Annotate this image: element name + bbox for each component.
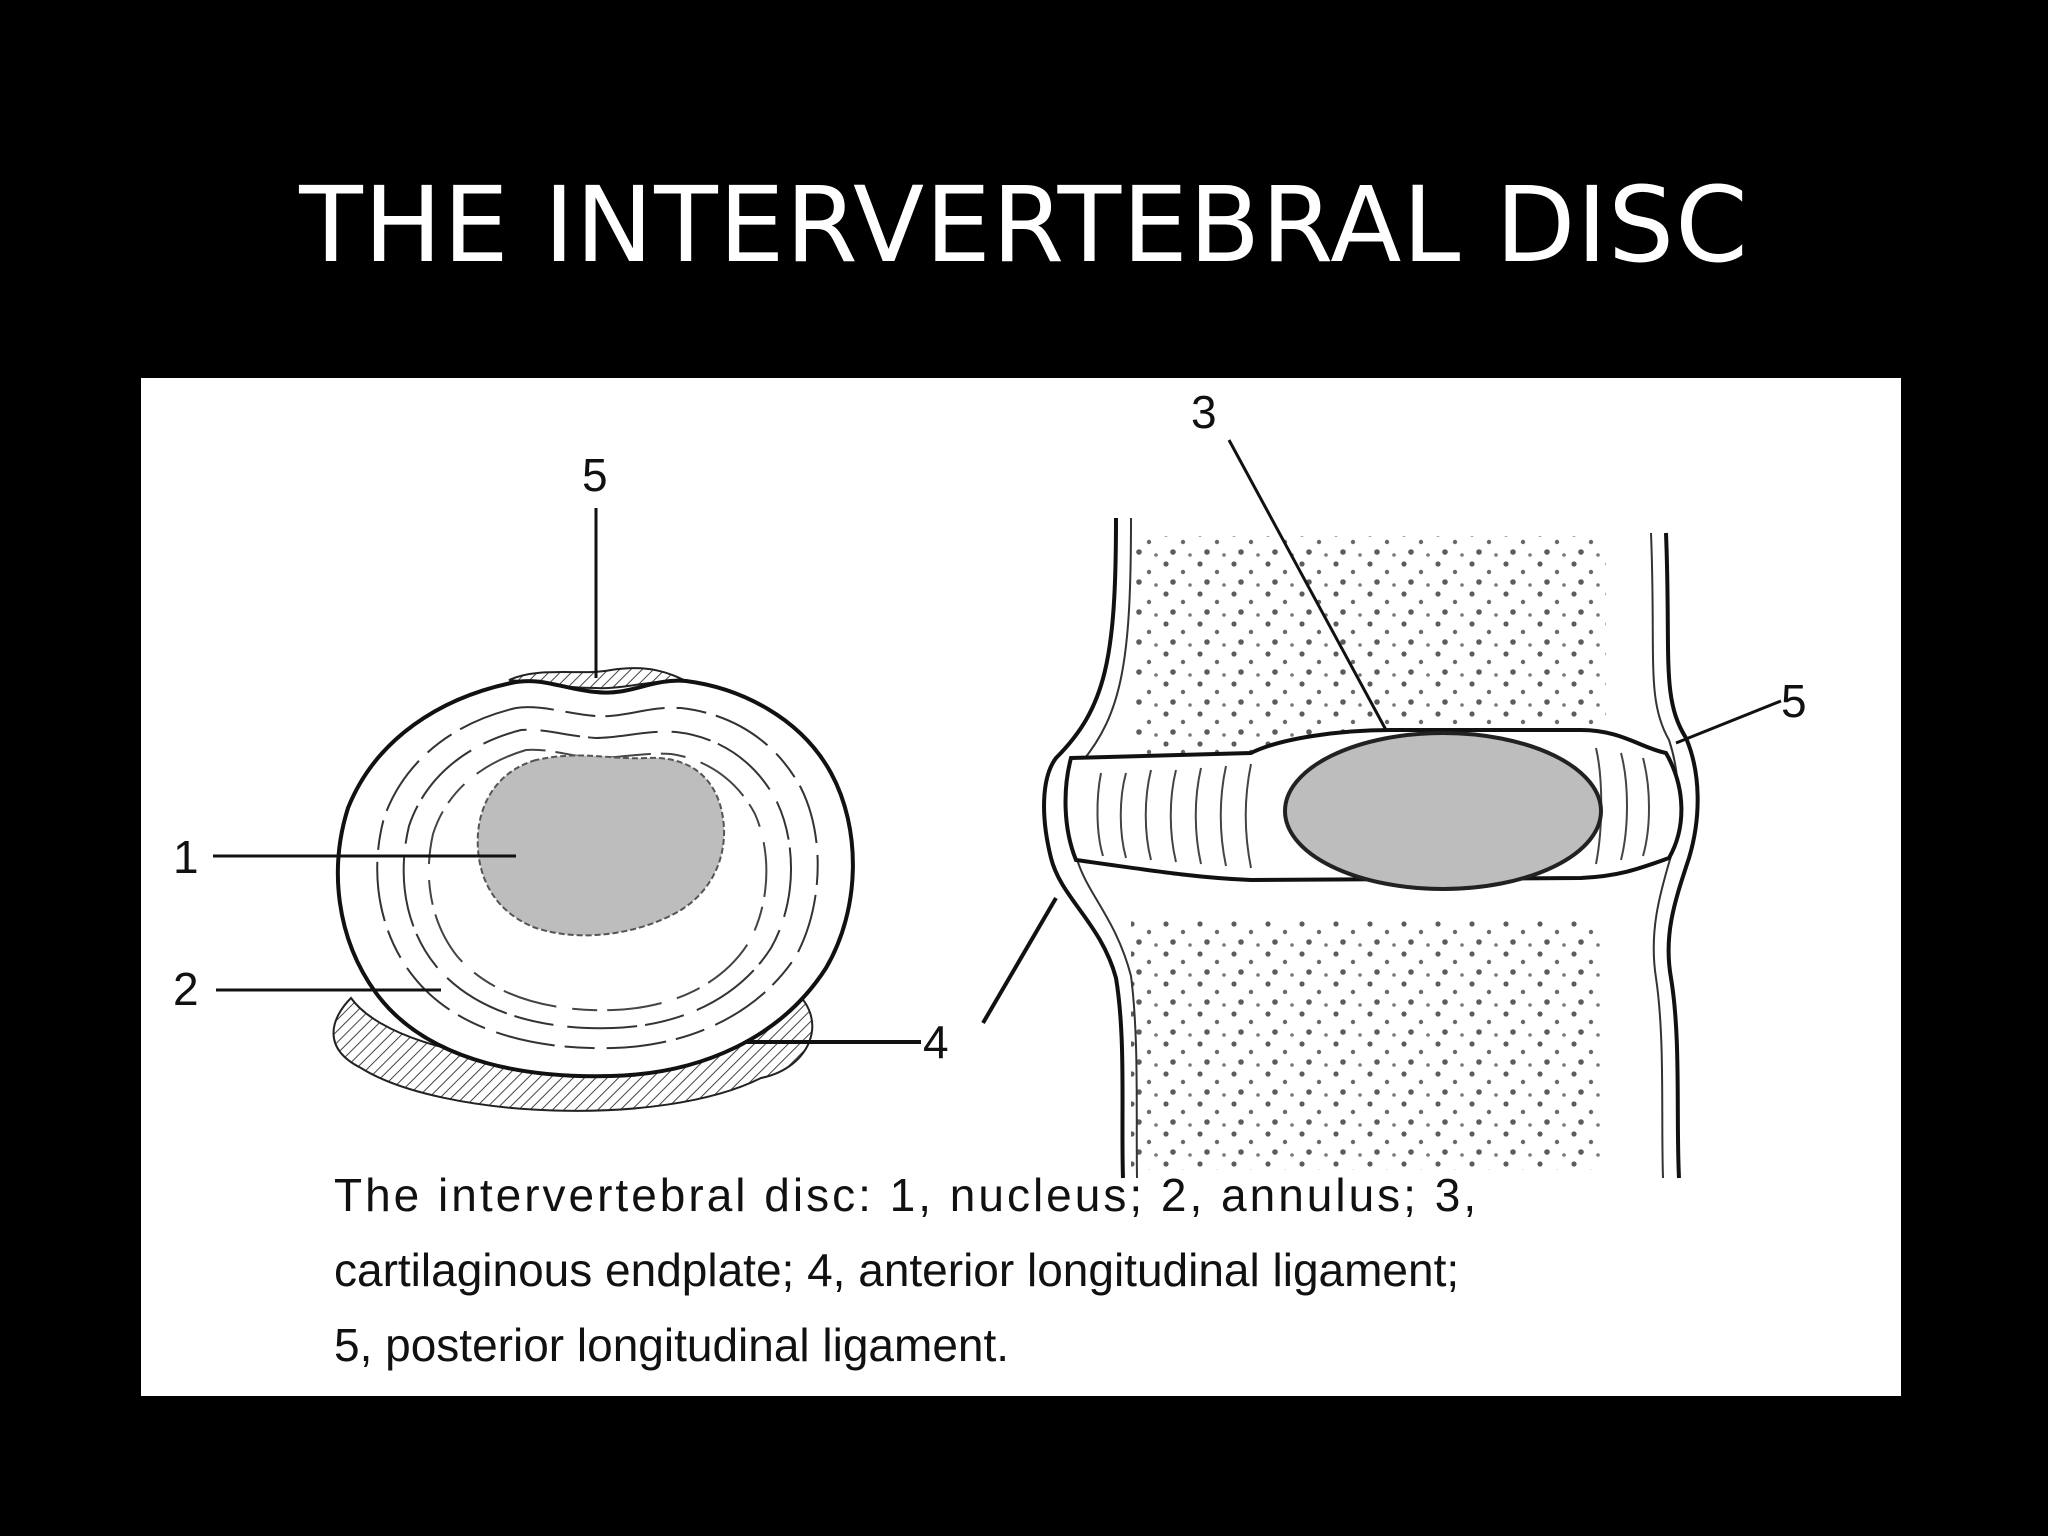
figure-panel: 5 1 2 4	[141, 378, 1901, 1396]
callout-5-axial: 5	[582, 449, 608, 501]
leader-line-3	[1227, 439, 1388, 731]
caption-line: cartilaginous endplate; 4, anterior long…	[334, 1244, 1460, 1296]
leader-line-4-sagittal	[981, 896, 1058, 1025]
annulus-ring	[402, 728, 792, 1030]
callout-3: 3	[1191, 386, 1217, 438]
caption-line: 5, posterior longitudinal ligament.	[334, 1319, 1010, 1371]
axial-view: 5 1 2 4	[173, 449, 949, 1112]
anterior-ligament	[1042, 517, 1125, 1179]
disc-diagram: 5 1 2 4	[173, 386, 1807, 1179]
slide-title: THE INTERVERTEBRAL DISC	[299, 164, 1749, 286]
callout-5-sagittal: 5	[1781, 675, 1807, 727]
caption-line: The intervertebral disc: 1, nucleus; 2, …	[334, 1169, 1480, 1221]
posterior-ligament	[1664, 532, 1700, 1179]
sagittal-view: 3 5	[981, 386, 1807, 1179]
figure-caption: The intervertebral disc: 1, nucleus; 2, …	[334, 1158, 1854, 1383]
annulus-ring	[376, 706, 819, 1050]
sagittal-annulus-fibers	[1096, 747, 1650, 869]
callout-2: 2	[173, 963, 199, 1015]
sagittal-nucleus	[1283, 731, 1603, 891]
leader-line-5-sagittal	[1675, 699, 1782, 745]
nucleus	[476, 754, 725, 937]
callout-1: 1	[173, 831, 199, 883]
lower-vertebral-body	[1131, 918, 1601, 1170]
annulus-ring	[427, 748, 768, 1012]
callout-4: 4	[923, 1016, 949, 1068]
